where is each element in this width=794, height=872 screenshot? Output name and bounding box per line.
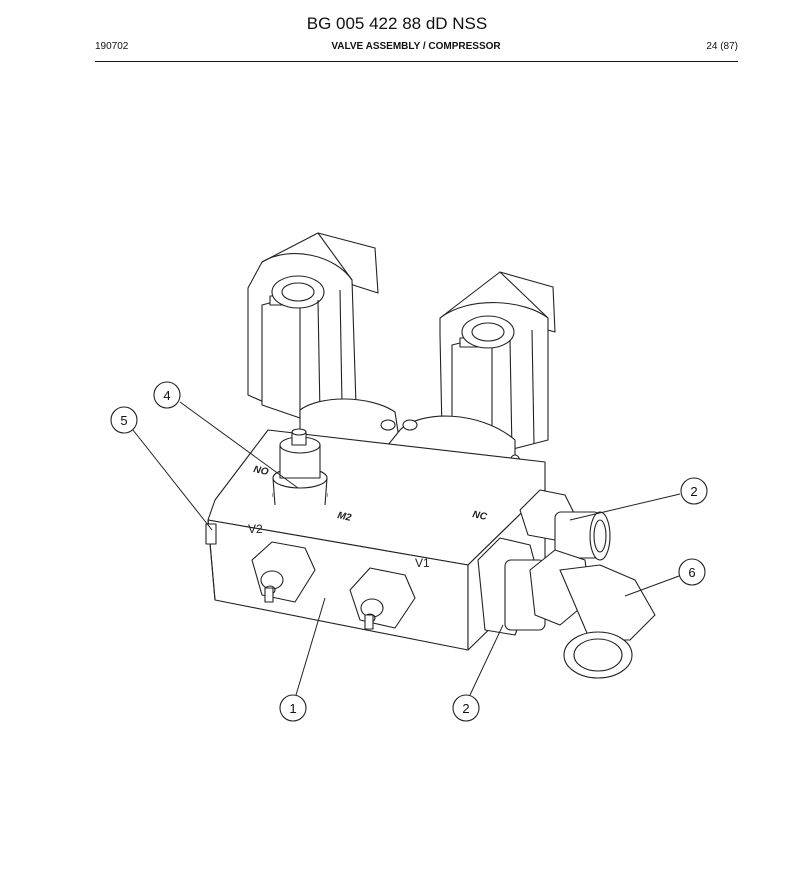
page-number: 24 (87) [706,41,738,52]
callout-6: 6 [678,558,706,586]
leader-1 [295,597,326,696]
marking-v1: V1 [415,556,430,570]
callout-2-lower-label: 2 [462,701,469,716]
marking-m2: M2 [336,510,352,524]
callout-4: 4 [153,381,181,409]
pressure-sensor [272,428,328,508]
elbow-fitting [559,564,656,679]
callout-6-label: 6 [688,565,695,580]
callout-1-label: 1 [289,701,296,716]
left-solenoid-coil [247,232,379,419]
marking-v2: V2 [248,522,263,536]
leader-2-upper [569,493,681,521]
callout-2-upper: 2 [680,477,708,505]
callout-1: 1 [279,694,307,722]
port-v1-fitting [349,567,416,630]
port-v2-fitting [251,541,316,603]
marking-no: NO [252,464,269,478]
callout-4-label: 4 [163,388,170,403]
upper-fitting [519,489,611,561]
section-title: VALVE ASSEMBLY / COMPRESSOR [331,41,501,52]
side-plug [205,523,217,545]
leader-lines [132,401,681,696]
callout-5: 5 [110,406,138,434]
leader-4 [179,401,299,489]
callout-2-lower: 2 [452,694,480,722]
marking-nc: NC [471,509,488,523]
date-code: 190702 [95,41,129,52]
callout-2-upper-label: 2 [690,484,697,499]
leader-6 [624,575,680,597]
header-rule [95,61,738,62]
document-number: BG 005 422 88 dD NSS [306,14,488,33]
leader-2-lower [469,624,504,696]
leader-5 [132,429,213,531]
callout-5-label: 5 [120,413,127,428]
